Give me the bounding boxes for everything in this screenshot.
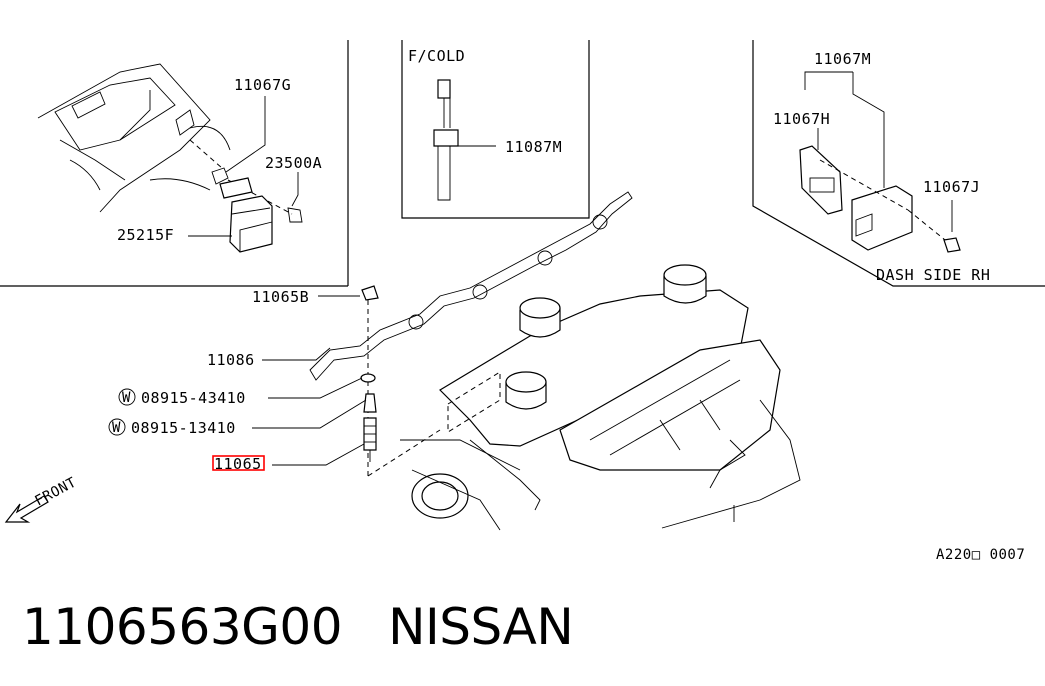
highlight-box	[212, 455, 265, 471]
label-11086: 11086	[207, 351, 255, 369]
washer-marker-2-text: W	[112, 420, 121, 436]
gasket-chain-drawing	[309, 191, 633, 462]
label-11065B: 11065B	[252, 288, 309, 306]
label-23500A: 23500A	[265, 154, 322, 172]
label-11087M: 11087M	[505, 138, 562, 156]
label-25215F: 25215F	[117, 226, 174, 244]
label-08915-13410: 08915-13410	[131, 419, 236, 437]
brand-name: NISSAN	[388, 598, 574, 656]
washer-marker-1	[118, 388, 136, 406]
engine-drawing	[367, 264, 801, 531]
label-11067H: 11067H	[773, 110, 830, 128]
part-number: 1106563G00	[22, 598, 343, 656]
footer-caption: 1106563G00 NISSAN	[22, 598, 574, 656]
relay-assembly-drawing	[37, 63, 303, 253]
label-dash-side-rh: DASH SIDE RH	[876, 266, 990, 284]
temperature-sensor-drawing	[433, 79, 496, 201]
washer-marker-1-text: W	[122, 390, 131, 406]
label-11065-highlighted: 11065	[214, 455, 262, 473]
label-fcold: F/COLD	[408, 47, 465, 65]
label-11067M: 11067M	[814, 50, 871, 68]
front-arrow	[4, 495, 49, 523]
label-11067J: 11067J	[923, 178, 980, 196]
label-08915-43410: 08915-43410	[141, 389, 246, 407]
control-unit-drawing	[799, 71, 961, 253]
panel-frames	[0, 40, 1045, 287]
label-front: FRONT	[32, 474, 79, 509]
label-11067G: 11067G	[234, 76, 291, 94]
washer-marker-2	[108, 418, 126, 436]
leaders-left	[252, 295, 367, 466]
diagram-code: A220□ 0007	[936, 547, 1025, 563]
leaders-top-left	[188, 96, 299, 237]
